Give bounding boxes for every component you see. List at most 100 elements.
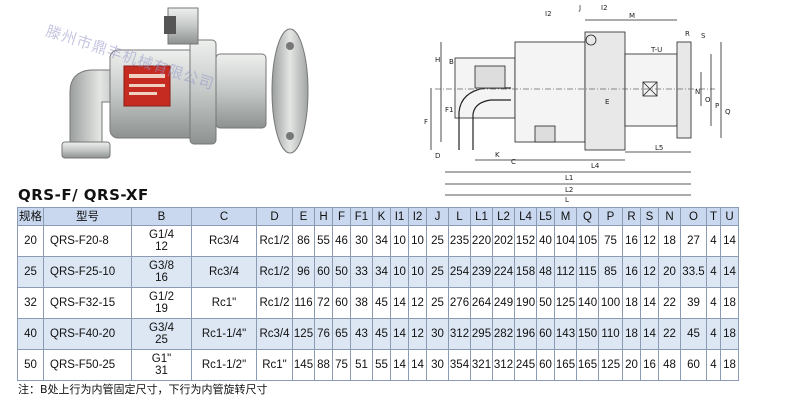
table-cell: 55	[314, 225, 333, 257]
dim-label-l2: L2	[565, 186, 573, 194]
table-cell: 116	[292, 287, 315, 319]
table-cell: 104	[554, 225, 577, 257]
table-cell: 14	[640, 318, 659, 350]
table-cell: 25	[17, 256, 44, 288]
table-cell: G3/8 16	[131, 256, 192, 288]
dim-label-r: R	[685, 30, 690, 38]
table-cell: 38	[350, 287, 373, 319]
table-cell: 96	[292, 256, 315, 288]
table-header-cell: M	[554, 207, 577, 226]
table-cell: 12	[640, 225, 659, 257]
table-cell: 18	[622, 287, 641, 319]
table-cell: 34	[372, 225, 391, 257]
table-cell: 4	[706, 225, 721, 257]
table-header-cell: B	[131, 207, 192, 226]
table-cell: 224	[492, 256, 515, 288]
table-cell: 4	[706, 349, 721, 381]
table-cell: 72	[314, 287, 333, 319]
table-cell: 254	[448, 256, 471, 288]
dim-label-l5: L5	[655, 144, 663, 152]
table-cell: 202	[492, 225, 515, 257]
table-cell: 14	[408, 349, 427, 381]
table-cell: 276	[448, 287, 471, 319]
table-cell: Rc1/2	[256, 287, 293, 319]
rotary-joint-photo	[61, 7, 309, 159]
table-header-cell: 规格	[17, 207, 44, 226]
table-cell: 295	[470, 318, 493, 350]
model-series-title: QRS-F/ QRS-XF	[18, 186, 149, 204]
dim-label-h: H	[435, 56, 440, 64]
table-header-cell: K	[372, 207, 391, 226]
table-cell: 4	[706, 256, 721, 288]
dim-label-f: F	[424, 118, 428, 126]
table-cell: 16	[622, 225, 641, 257]
dim-label-o: O	[705, 96, 711, 104]
table-cell: 60	[536, 349, 555, 381]
table-cell: 10	[390, 225, 409, 257]
table-cell: G1/2 19	[131, 287, 192, 319]
table-header-cell: Q	[576, 207, 599, 226]
table-cell: 4	[706, 287, 721, 319]
table-cell: 10	[408, 225, 427, 257]
table-header-cell: L5	[536, 207, 555, 226]
table-cell: Rc3/4	[191, 225, 257, 257]
dim-label-c: C	[511, 158, 516, 166]
dim-label-q: Q	[725, 108, 731, 116]
dim-label-l: L	[565, 196, 569, 202]
table-cell: 115	[576, 256, 599, 288]
table-cell: 18	[720, 318, 739, 350]
table-cell: 125	[554, 287, 577, 319]
table-cell: 110	[598, 318, 623, 350]
table-cell: 60	[332, 287, 351, 319]
table-cell: 145	[292, 349, 315, 381]
table-cell: 22	[658, 318, 681, 350]
table-cell: 239	[470, 256, 493, 288]
table-cell: 60	[536, 318, 555, 350]
dim-label-t-u: T-U	[650, 46, 662, 54]
dim-label-d: D	[435, 152, 440, 160]
table-cell: 100	[598, 287, 623, 319]
table-cell: 10	[408, 256, 427, 288]
table-cell: 50	[17, 349, 44, 381]
table-cell: 158	[514, 256, 537, 288]
table-cell: 48	[536, 256, 555, 288]
table-cell: 30	[426, 349, 449, 381]
table-cell: QRS-F40-20	[43, 318, 132, 350]
table-header-cell: D	[256, 207, 293, 226]
dim-label-l1: L1	[565, 174, 573, 182]
table-cell: Rc1/2	[256, 225, 293, 257]
table-cell: Rc1"	[191, 287, 257, 319]
table-cell: 321	[470, 349, 493, 381]
table-cell: 312	[492, 349, 515, 381]
dimension-drawing: I2 J I2 M H E B F1 F D K C L4 L5 L1 L2 L…	[424, 4, 731, 202]
table-cell: 18	[622, 318, 641, 350]
table-cell: 48	[658, 349, 681, 381]
table-cell: 14	[720, 225, 739, 257]
table-cell: 12	[408, 287, 427, 319]
table-header-cell: H	[314, 207, 333, 226]
table-header-cell: I2	[408, 207, 427, 226]
table-cell: 12	[408, 318, 427, 350]
table-cell: 45	[372, 318, 391, 350]
table-cell: 4	[706, 318, 721, 350]
table-cell: 75	[598, 225, 623, 257]
table-cell: 34	[372, 256, 391, 288]
table-cell: 245	[514, 349, 537, 381]
table-header-cell: T	[706, 207, 721, 226]
table-header-cell: N	[658, 207, 681, 226]
table-cell: 45	[372, 287, 391, 319]
table-cell: 105	[576, 225, 599, 257]
table-cell: 25	[426, 287, 449, 319]
table-cell: G1" 31	[131, 349, 192, 381]
table-cell: 51	[350, 349, 373, 381]
table-cell: 14	[720, 256, 739, 288]
table-cell: 20	[17, 225, 44, 257]
table-cell: G1/4 12	[131, 225, 192, 257]
table-cell: Rc1/2	[256, 256, 293, 288]
